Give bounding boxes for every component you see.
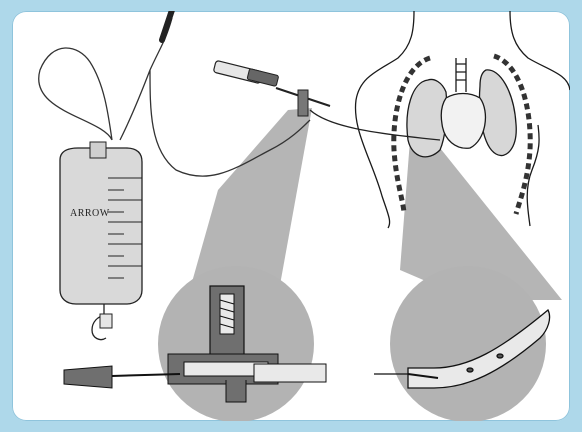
- bag-brand-label: ARROW: [70, 208, 110, 219]
- illustration-panel: ARROW: [12, 11, 570, 421]
- drainage-bag-icon: [60, 142, 142, 340]
- syringe-icon: [213, 60, 440, 140]
